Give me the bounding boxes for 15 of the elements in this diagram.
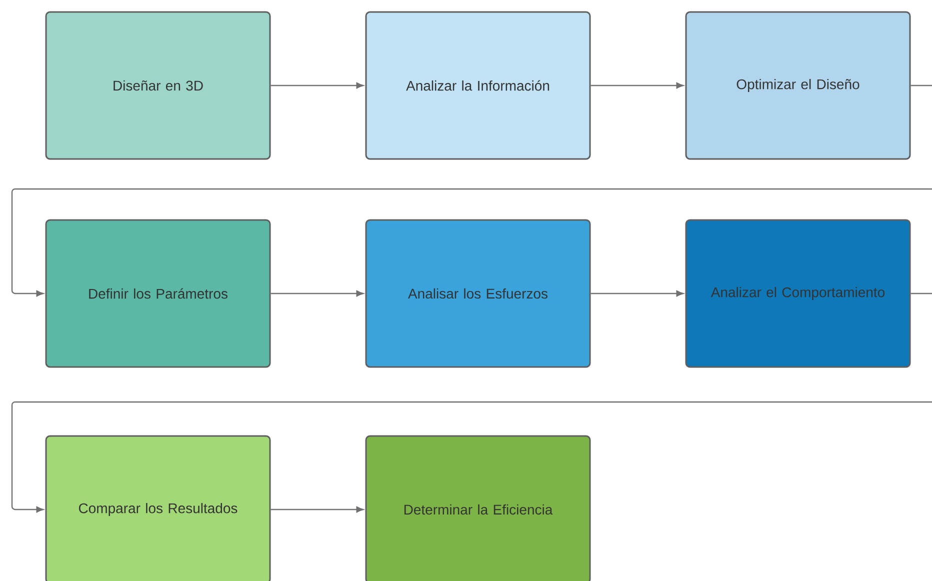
process-box: Definir los Parámetros — [45, 219, 271, 368]
arrow — [270, 290, 364, 297]
process-box: Optimizar el Diseño — [685, 11, 911, 160]
process-box: Determinar la Eficiencia — [365, 435, 591, 581]
process-box: Comparar los Resultados — [45, 435, 271, 581]
arrow — [11, 84, 932, 297]
arrow — [270, 82, 364, 89]
arrow — [590, 290, 684, 297]
process-box: Analisar los Esfuerzos — [365, 219, 591, 368]
arrow — [11, 292, 932, 513]
arrow — [590, 82, 684, 89]
process-box: Analizar el Comportamiento — [685, 219, 911, 368]
process-box: Analizar la Información — [365, 11, 591, 160]
arrow — [270, 506, 364, 513]
process-box: Diseñar en 3D — [45, 11, 271, 160]
